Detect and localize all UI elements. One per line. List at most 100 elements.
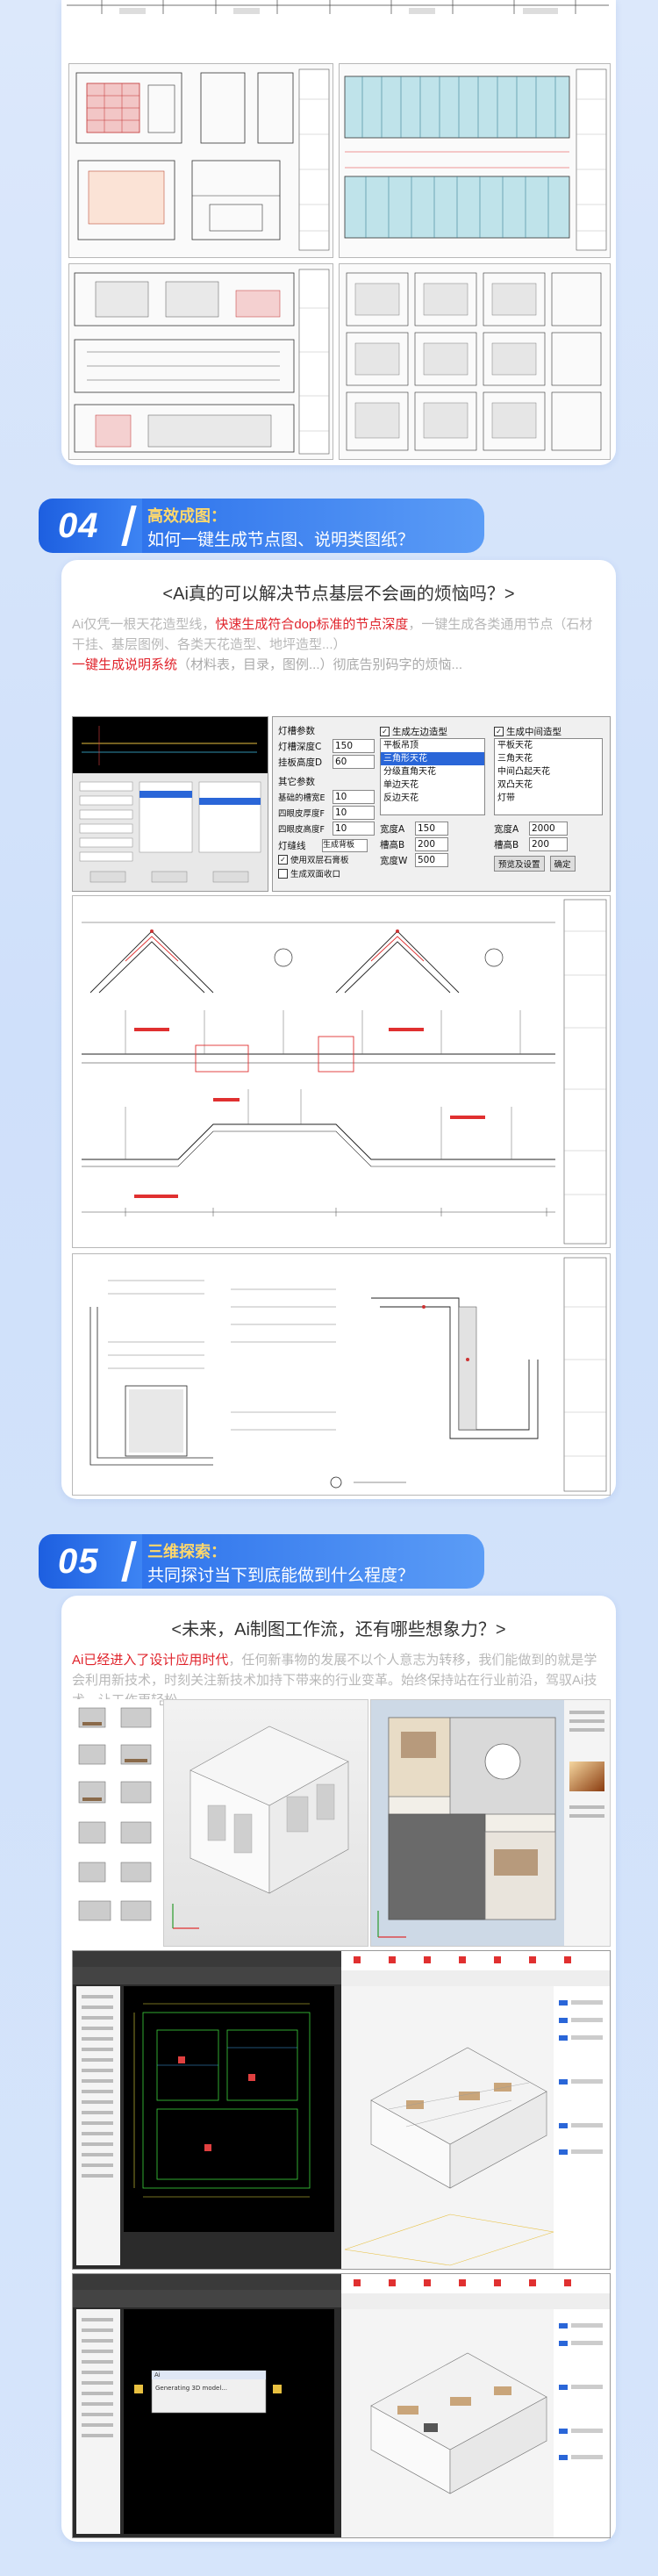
checkbox-label: 生成双面收口	[290, 870, 341, 879]
param-label: 四眼皮厚度F	[278, 809, 325, 819]
ok-button[interactable]: 确定	[549, 856, 576, 872]
cad-sheet-elevation-2	[339, 63, 611, 258]
checkbox-label: 生成左边造型	[392, 726, 447, 737]
cad-sheet-section-1	[68, 263, 333, 460]
param-group-1: 灯槽参数 灯槽深度C 150 挂板高度D 60 其它参数 基础的槽宽E 10 四眼皮厚…	[278, 724, 375, 880]
dialog-buttons: 预览及设置 确定	[494, 856, 606, 872]
param-input[interactable]: 60	[333, 755, 375, 769]
desc-highlight: 快速生成符合dop标准的节点深度	[215, 617, 409, 632]
section-question: <未来，Ai制图工作流，还有哪些想象力？>	[171, 1620, 506, 1640]
section-question: <Ai真的可以解决节点基层不会画的烦恼吗？>	[162, 585, 515, 604]
list-item[interactable]: 单边天花	[383, 780, 418, 790]
param-row: 四眼皮高度F 10	[278, 821, 375, 836]
section-title: 三维探索：	[147, 1543, 226, 1561]
option-row: 灯缝线 生成背板	[278, 838, 375, 852]
param-row: 四眼皮厚度F 10	[278, 805, 375, 821]
param-input[interactable]: 10	[333, 790, 375, 804]
cad-sheet-details-grid	[339, 263, 611, 460]
checkbox-label: 使用双层石膏板	[290, 856, 349, 865]
desc-part-e: （材料表，目录，图例...）彻底告别码字的烦恼...	[177, 657, 463, 672]
field-row: 宽度W 500	[380, 852, 489, 868]
list-item[interactable]: 分级直角天花	[383, 767, 436, 777]
field-row: 槽高B 200	[494, 836, 606, 852]
param-input[interactable]: 150	[333, 739, 375, 753]
field-row: 宽度A 150	[380, 821, 489, 836]
field-label: 宽度A	[380, 823, 405, 835]
field-input[interactable]: 500	[415, 853, 448, 867]
generating-dialog: Ai Generating 3D model...	[152, 2371, 266, 2413]
cad-3d-screenshot-1	[72, 1950, 611, 2270]
field-label: 槽高B	[380, 839, 405, 850]
checkbox-row[interactable]: 生成双面收口	[278, 866, 375, 880]
cad-sheet-elevation-1	[68, 63, 333, 258]
shape-listbox-2[interactable]: 平板天花 三角天花 中间凸起天花 双凸天花 灯带	[494, 738, 603, 815]
desc-highlight: Ai已经进入了设计应用时代	[72, 1653, 229, 1668]
section-subtitle: 共同探讨当下到底能做到什么程度？	[147, 1567, 415, 1585]
field-label: 槽高B	[494, 839, 519, 850]
drawings-card-top	[61, 0, 616, 465]
3d-model-white-view	[163, 1699, 368, 1947]
ceiling-node-drawing	[72, 895, 611, 1248]
field-input[interactable]: 150	[415, 822, 448, 836]
section-title: 高效成图：	[147, 507, 226, 525]
preview-button[interactable]: 预览及设置	[494, 856, 545, 872]
desc-part-a: Ai仅凭一根天花造型线，	[72, 617, 216, 632]
list-item[interactable]: 反边天花	[383, 793, 418, 803]
list-item[interactable]: 灯带	[497, 793, 515, 803]
list-item[interactable]: 三角形天花	[381, 752, 484, 765]
field-label: 宽度A	[494, 823, 519, 835]
field-label: 宽度W	[380, 855, 408, 866]
checkbox-icon[interactable]: ✓	[278, 854, 288, 865]
param-label: 四眼皮高度F	[278, 825, 325, 835]
section-description: Ai仅凭一根天花造型线，快速生成符合dop标准的节点深度，一键生成各类通用节点（…	[72, 614, 604, 675]
cad-dialog-screenshot-left	[72, 716, 268, 892]
ceiling-param-dialog: 灯槽参数 灯槽深度C 150 挂板高度D 60 其它参数 基础的槽宽E 10 四眼皮厚…	[272, 716, 611, 892]
desc-part-c: ，一键生成各类通用节点（石材干挂、基层图例、各类天花造型、地坪造型...）	[72, 617, 593, 652]
checkbox-row[interactable]: ✓使用双层石膏板	[278, 852, 375, 866]
param-header-1: 灯槽参数	[278, 726, 315, 736]
list-item[interactable]: 双凸天花	[497, 780, 533, 790]
list-item[interactable]: 平板天花	[497, 741, 533, 750]
wall-node-details	[72, 1253, 611, 1496]
checkbox-row[interactable]: ✓生成左边造型	[380, 724, 489, 738]
field-input[interactable]: 2000	[529, 822, 568, 836]
param-label: 灯槽深度C	[278, 741, 322, 752]
furniture-library-panel	[72, 1699, 160, 1945]
checkbox-label: 生成中间造型	[506, 726, 561, 737]
param-header-2: 其它参数	[278, 777, 315, 787]
list-item[interactable]: 平板吊顶	[383, 741, 418, 750]
section-04-card: <Ai真的可以解决节点基层不会画的烦恼吗？> Ai仅凭一根天花造型线，快速生成符…	[61, 560, 616, 1499]
banner-bar	[140, 1534, 484, 1589]
3d-model-colored-view	[370, 1699, 611, 1947]
list-item[interactable]: 三角天花	[497, 754, 533, 764]
list-item[interactable]: 中间凸起天花	[497, 767, 550, 777]
option-label: 灯缝线	[278, 840, 306, 851]
param-input[interactable]: 10	[333, 822, 375, 836]
banner-bar	[140, 499, 484, 553]
mid-shape-group: ✓生成中间造型 平板天花 三角天花 中间凸起天花 双凸天花 灯带 宽度A 2000…	[494, 724, 606, 872]
param-label: 挂板高度D	[278, 757, 323, 768]
checkbox-icon[interactable]	[278, 868, 288, 879]
checkbox-row[interactable]: ✓生成中间造型	[494, 724, 606, 738]
section-05-card: <未来，Ai制图工作流，还有哪些想象力？> Ai已经进入了设计应用时代，任何新事…	[61, 1596, 616, 2542]
param-row: 基础的槽宽E 10	[278, 789, 375, 805]
section-05-banner: 05 三维探索： 共同探讨当下到底能做到什么程度？	[39, 1534, 484, 1589]
param-row: 灯槽深度C 150	[278, 738, 375, 754]
left-shape-group: ✓生成左边造型 平板吊顶 三角形天花 分级直角天花 单边天花 反边天花 宽度A 1…	[380, 724, 489, 868]
shape-listbox-1[interactable]: 平板吊顶 三角形天花 分级直角天花 单边天花 反边天花	[380, 738, 485, 815]
checkbox-icon[interactable]: ✓	[380, 726, 390, 736]
cad-3d-screenshot-2: Ai Generating 3D model...	[72, 2273, 611, 2538]
section-04-banner: 04 高效成图： 如何一键生成节点图、说明类图纸？	[39, 499, 484, 553]
section-subtitle: 如何一键生成节点图、说明类图纸？	[147, 531, 415, 549]
field-input[interactable]: 200	[529, 837, 568, 851]
dialog-message: Generating 3D model...	[155, 2385, 227, 2392]
dialog-title: Ai	[154, 2371, 161, 2379]
desc-highlight-2: 一键生成说明系统	[72, 657, 178, 672]
field-input[interactable]: 200	[415, 837, 448, 851]
dimension-strip	[67, 0, 609, 16]
checkbox-icon[interactable]: ✓	[494, 726, 504, 736]
param-input[interactable]: 10	[333, 806, 375, 820]
param-label: 基础的槽宽E	[278, 793, 325, 803]
option-select[interactable]: 生成背板	[322, 838, 368, 852]
field-row: 槽高B 200	[380, 836, 489, 852]
